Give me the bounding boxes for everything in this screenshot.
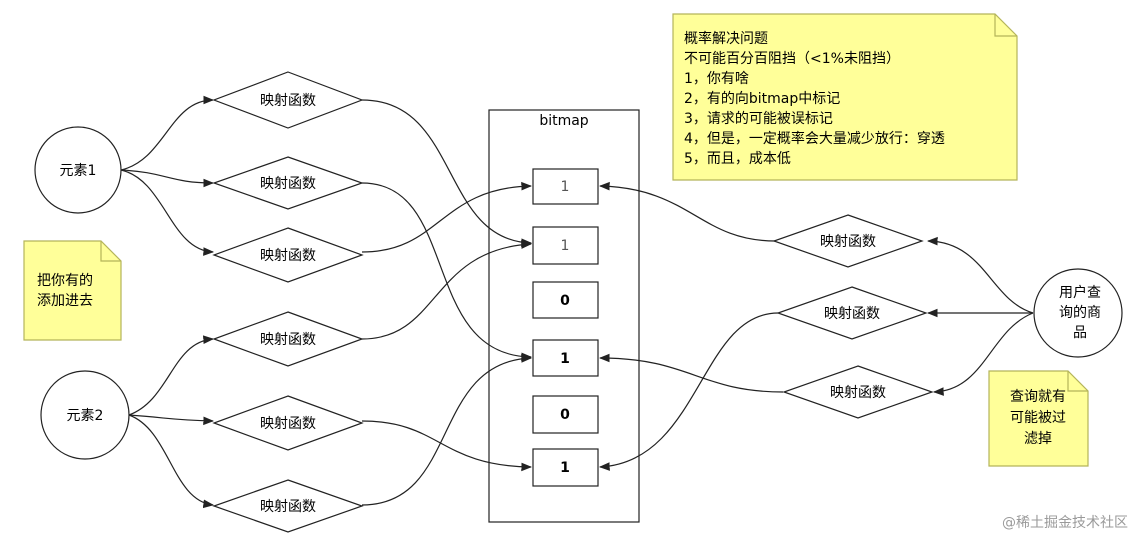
edge-e2-map5: [128, 414, 215, 426]
edge-map1-cell2: [361, 99, 533, 247]
mapping-function-9: 映射函数: [782, 365, 934, 419]
bitmap-cell-1: 1: [532, 168, 599, 205]
mapping-function-7-label: 映射函数: [820, 234, 876, 250]
mapping-function-8: 映射函数: [776, 286, 928, 340]
note-filter-line-1: 查询就有: [1010, 389, 1066, 405]
edge-e1-map2: [120, 169, 215, 188]
element-1-node: 元素1: [34, 126, 122, 214]
bitmap-cell-5: 0: [532, 395, 599, 434]
mapping-function-2: 映射函数: [212, 156, 364, 210]
mapping-function-7: 映射函数: [772, 214, 924, 268]
edge-map9-cell4: [598, 353, 784, 393]
edge-e2-map6: [128, 414, 215, 509]
bitmap-cell-3-value: 0: [560, 293, 570, 309]
connectors: [120, 95, 1034, 509]
mapping-function-6: 映射函数: [212, 479, 364, 533]
edge-e2-map4: [128, 335, 215, 416]
mapping-function-4: 映射函数: [212, 311, 364, 367]
mapping-function-4-label: 映射函数: [260, 332, 316, 348]
edge-map5-cell6: [361, 420, 533, 472]
edge-e1-map1: [120, 95, 215, 171]
mapping-function-2-label: 映射函数: [260, 176, 316, 192]
note-main-line-3: 1，你有啥: [684, 71, 749, 87]
mapping-function-1: 映射函数: [212, 71, 364, 129]
edge-map8-cell6: [598, 312, 779, 471]
edge-e1-map3: [120, 169, 215, 256]
bitmap-container: bitmap: [488, 109, 640, 523]
edge-map4-cell2: [361, 240, 533, 340]
bitmap-cell-6-value: 1: [560, 460, 570, 476]
element-2-node: 元素2: [40, 370, 130, 460]
edge-map2-cell4: [361, 182, 533, 362]
note-main-line-6: 4，但是，一定概率会大量减少放行：穿透: [684, 130, 945, 147]
bitmap-cell-4: 1: [532, 339, 599, 377]
query-item-label-line1: 用户查: [1059, 284, 1101, 301]
note-main-line-1: 概率解决问题: [684, 30, 768, 47]
edge-q-map7: [926, 236, 1034, 314]
note-filter: 查询就有 可能被过 滤掉: [988, 370, 1089, 467]
mapping-function-5: 映射函数: [212, 395, 364, 451]
note-filter-line-3: 滤掉: [1024, 431, 1052, 447]
bitmap-cell-2: 1: [532, 226, 599, 265]
note-main-line-2: 不可能百分百阻挡（<1%未阻挡）: [684, 51, 900, 67]
mapping-function-3: 映射函数: [212, 227, 364, 283]
query-item-node: 用户查 询的商 品: [1033, 268, 1123, 358]
element-1-label: 元素1: [60, 163, 97, 179]
bitmap-cell-1-value: 1: [561, 179, 570, 195]
edge-q-map9: [932, 312, 1034, 396]
note-add: 把你有的 添加进去: [23, 240, 122, 341]
bitmap-cell-2-value: 1: [561, 238, 570, 254]
note-main-line-5: 3，请求的可能被误标记: [684, 111, 833, 127]
note-add-line-2: 添加进去: [37, 293, 93, 309]
bitmap-cell-3: 0: [532, 281, 599, 319]
bitmap-title: bitmap: [539, 113, 588, 129]
note-main-line-4: 2，有的向bitmap中标记: [684, 91, 840, 107]
query-item-label-line2: 询的商: [1059, 305, 1101, 321]
bitmap-cell-4-value: 1: [560, 351, 570, 367]
edge-map6-cell4: [361, 354, 533, 506]
bitmap-cell-5-value: 0: [560, 407, 570, 423]
edge-map3-cell1: [361, 181, 533, 253]
query-item-label-line3: 品: [1073, 325, 1087, 341]
mapping-function-6-label: 映射函数: [260, 499, 316, 515]
note-filter-line-2: 可能被过: [1010, 410, 1066, 426]
mapping-function-5-label: 映射函数: [260, 416, 316, 432]
mapping-function-8-label: 映射函数: [824, 306, 880, 322]
bitmap-cell-6: 1: [532, 448, 599, 487]
note-main-line-7: 5，而且，成本低: [684, 151, 791, 167]
mapping-function-3-label: 映射函数: [260, 248, 316, 264]
note-add-line-1: 把你有的: [37, 273, 93, 289]
mapping-function-1-label: 映射函数: [260, 93, 316, 109]
edge-map7-cell1: [598, 181, 776, 242]
element-2-label: 元素2: [67, 408, 104, 424]
watermark: @稀土掘金技术社区: [1002, 515, 1128, 531]
note-main: 概率解决问题 不可能百分百阻挡（<1%未阻挡） 1，你有啥 2，有的向bitma…: [672, 13, 1018, 181]
mapping-function-9-label: 映射函数: [830, 385, 886, 401]
